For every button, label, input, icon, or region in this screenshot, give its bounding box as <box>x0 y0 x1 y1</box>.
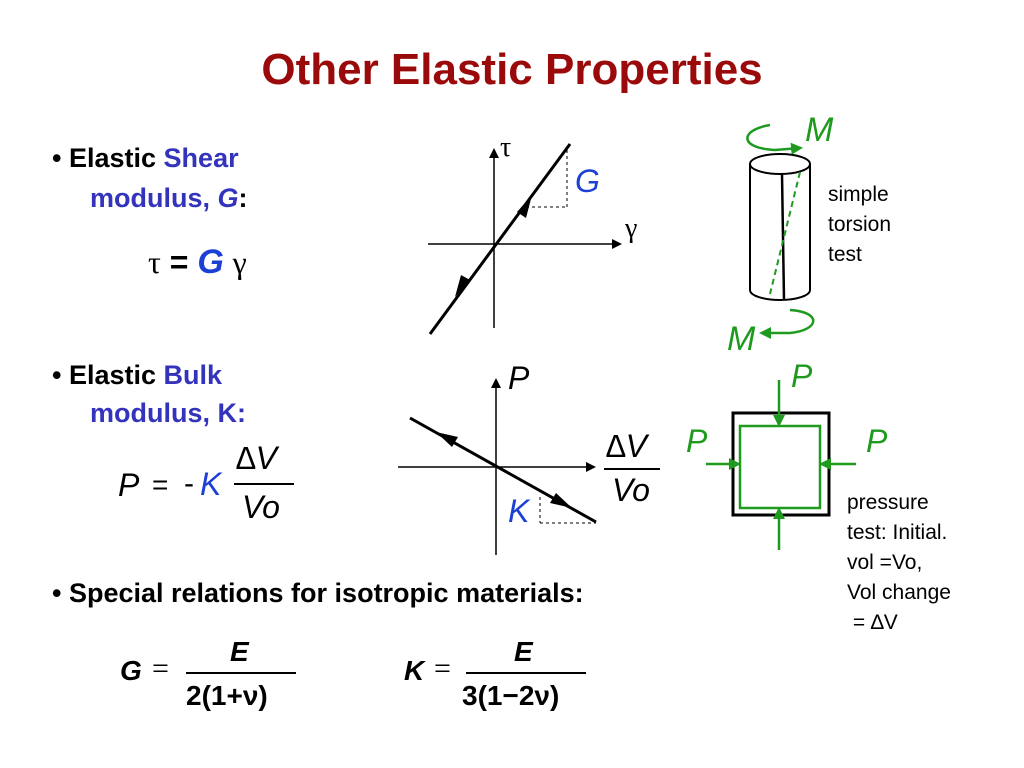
shear-curve-arrow-down <box>455 275 470 297</box>
bullet-dot: • <box>52 143 62 173</box>
bulk-eq-equals: = <box>152 469 169 500</box>
special-bullet: • Special relations for isotropic materi… <box>52 578 584 609</box>
eq1-lhs: G <box>120 655 142 686</box>
eq2-fraction-bar <box>466 672 586 674</box>
cylinder-reference-line <box>780 173 786 301</box>
page-title: Other Elastic Properties <box>261 45 763 94</box>
bullet-dot: • <box>52 360 62 390</box>
pressure-note-line: vol =Vo, <box>847 551 923 574</box>
eq1-numerator: E <box>230 636 249 667</box>
shear-bullet-line2: modulus, G: <box>90 183 248 214</box>
bulk-graph <box>398 378 597 555</box>
shear-axis-y-label: τ <box>500 132 512 163</box>
shear-curve <box>428 143 572 335</box>
eq2-lhs: K <box>404 655 425 686</box>
bulk-axis-x-numerator: ∆V <box>606 428 647 464</box>
bulk-eq-K: K <box>200 466 222 502</box>
eq2-equals: = <box>434 652 451 685</box>
eq2-numerator: E <box>514 636 533 667</box>
moment-top-arrow <box>746 123 803 155</box>
shear-label-colon: : <box>238 183 248 213</box>
eq1-equals: = <box>152 652 169 685</box>
torsion-test-note: simple torsion test <box>828 180 891 270</box>
shear-slope-label: G <box>575 163 600 199</box>
shear-bullet-line1: • Elastic Shear <box>52 143 239 174</box>
bulk-curve-arrow-up <box>436 432 458 447</box>
eq1-fraction-bar <box>186 672 296 674</box>
pressure-note-line: pressure <box>847 491 929 514</box>
bulk-axis-x-fraction-bar <box>604 468 660 470</box>
bullet-dot: • <box>52 578 62 608</box>
pressure-note-line: test: Initial. <box>847 521 948 544</box>
eq1-denominator: 2(1+ν) <box>186 680 268 711</box>
bulk-label-elastic: Elastic <box>68 360 157 390</box>
bulk-eq-numerator: ∆V <box>236 440 277 476</box>
torsion-note-line: test <box>828 243 862 266</box>
bulk-bullet-line1: • Elastic Bulk <box>52 360 222 391</box>
cylinder-bottom <box>749 289 811 301</box>
moment-bottom-arrow <box>759 308 815 339</box>
special-label: Special relations for isotropic material… <box>68 578 584 608</box>
shear-label-modulus: modulus, <box>90 183 210 213</box>
cylinder-twisted-line <box>769 171 801 295</box>
torsion-note-line: simple <box>828 183 889 206</box>
bulk-label-modulus: modulus, K: <box>90 398 246 428</box>
bulk-axis-y-label: P <box>508 360 530 396</box>
pressure-top-label: P <box>791 358 813 394</box>
shear-axis-x-label: γ <box>625 213 638 244</box>
eq2-denominator: 3(1−2ν) <box>462 680 560 711</box>
cylinder-top <box>749 153 811 175</box>
shear-equation: τ = G γ <box>148 243 247 282</box>
shear-label-elastic: Elastic <box>68 143 157 173</box>
pressure-box <box>706 380 856 550</box>
eq-G: G <box>197 243 224 281</box>
torsion-cylinder <box>746 123 815 339</box>
shear-graph <box>428 143 622 335</box>
eq-tau: τ <box>148 244 161 280</box>
pressure-box-outer <box>731 411 831 517</box>
shear-label-symbol: G <box>217 183 239 213</box>
bulk-axis-x-denominator: Vo <box>612 472 650 508</box>
bulk-eq-P: P <box>118 467 140 503</box>
pressure-left-label: P <box>686 423 708 459</box>
bulk-eq-fraction-bar <box>234 483 294 485</box>
bulk-curve-arrow-down <box>550 493 572 508</box>
torsion-moment-bottom-label: M <box>727 320 756 358</box>
pressure-test-note: pressure test: Initial. vol =Vo, Vol cha… <box>847 488 951 638</box>
eq-gamma: γ <box>232 244 247 280</box>
bulk-slope-label: K <box>508 493 530 529</box>
bulk-label-bulk: Bulk <box>163 360 223 390</box>
pressure-right-label: P <box>866 423 888 459</box>
eq-equals: = <box>169 244 189 280</box>
bulk-eq-denominator: Vo <box>242 489 280 525</box>
shear-curve-arrow-up <box>517 195 532 218</box>
bulk-eq-neg: - <box>184 467 194 500</box>
shear-label-shear: Shear <box>163 143 239 173</box>
pressure-note-line: Vol change <box>847 581 951 604</box>
torsion-note-line: torsion <box>828 213 892 236</box>
pressure-note-line: = ∆V <box>847 611 898 634</box>
torsion-moment-top-label: M <box>805 111 834 149</box>
